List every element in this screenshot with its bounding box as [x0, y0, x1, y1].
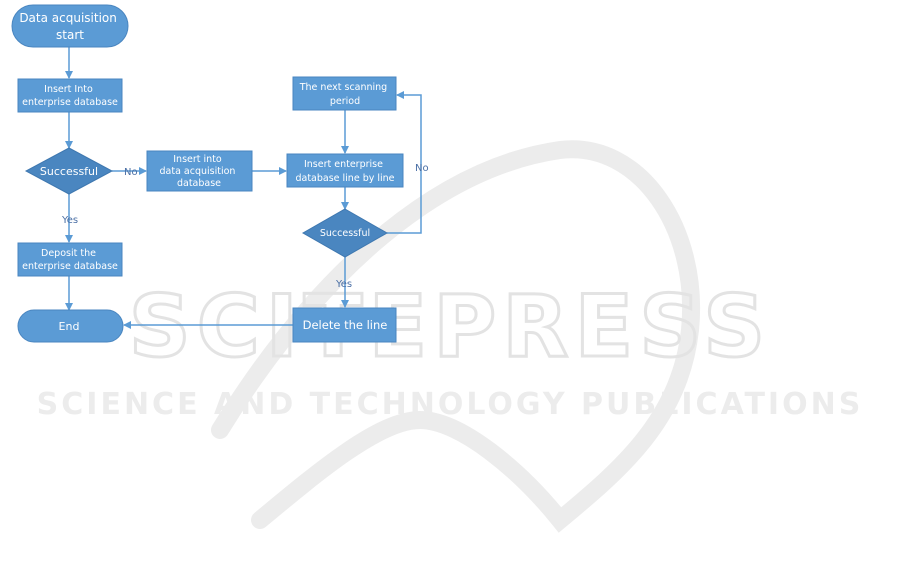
decision-left-node: Successful — [26, 148, 112, 194]
insert-line-by-line-line-1: Insert enterprise — [304, 159, 383, 170]
next-scanning-line-2: period — [330, 96, 360, 107]
watermark-title: SCITEPRESS — [129, 277, 771, 377]
watermark-subtitle: SCIENCE AND TECHNOLOGY PUBLICATIONS — [37, 387, 864, 422]
insert-enterprise-node: Insert Into enterprise database — [18, 79, 122, 112]
insert-acquisition-node: Insert into data acquisition database — [147, 151, 252, 191]
deposit-node: Deposit the enterprise database — [18, 243, 122, 276]
insert-enterprise-line-1: Insert Into — [44, 84, 93, 95]
decision-left-label: Successful — [40, 165, 98, 178]
insert-acquisition-line-1: Insert into — [173, 154, 222, 165]
start-line-2: start — [56, 28, 84, 42]
deposit-line-1: Deposit the — [41, 248, 96, 259]
insert-acquisition-line-3: database — [177, 178, 221, 189]
start-node: Data acquisition start — [12, 5, 128, 47]
decision-right-label: Successful — [320, 228, 370, 239]
start-line-1: Data acquisition — [19, 11, 117, 25]
label-no-left: No — [124, 167, 138, 178]
label-no-right: No — [415, 163, 429, 174]
end-node: End — [18, 310, 123, 342]
delete-line-label: Delete the line — [303, 318, 388, 332]
end-label: End — [59, 320, 80, 333]
insert-enterprise-line-2: enterprise database — [22, 97, 118, 108]
watermark: SCITEPRESS SCIENCE AND TECHNOLOGY PUBLIC… — [37, 149, 864, 520]
next-scanning-line-1: The next scanning — [299, 82, 387, 93]
insert-acquisition-line-2: data acquisition — [160, 166, 236, 177]
next-scanning-node: The next scanning period — [293, 77, 396, 110]
insert-line-by-line-line-2: database line by line — [295, 173, 394, 184]
label-yes-right: Yes — [335, 279, 352, 290]
delete-line-node: Delete the line — [293, 308, 396, 342]
insert-line-by-line-node: Insert enterprise database line by line — [287, 154, 403, 187]
label-yes-left: Yes — [61, 215, 78, 226]
deposit-line-2: enterprise database — [22, 261, 118, 272]
